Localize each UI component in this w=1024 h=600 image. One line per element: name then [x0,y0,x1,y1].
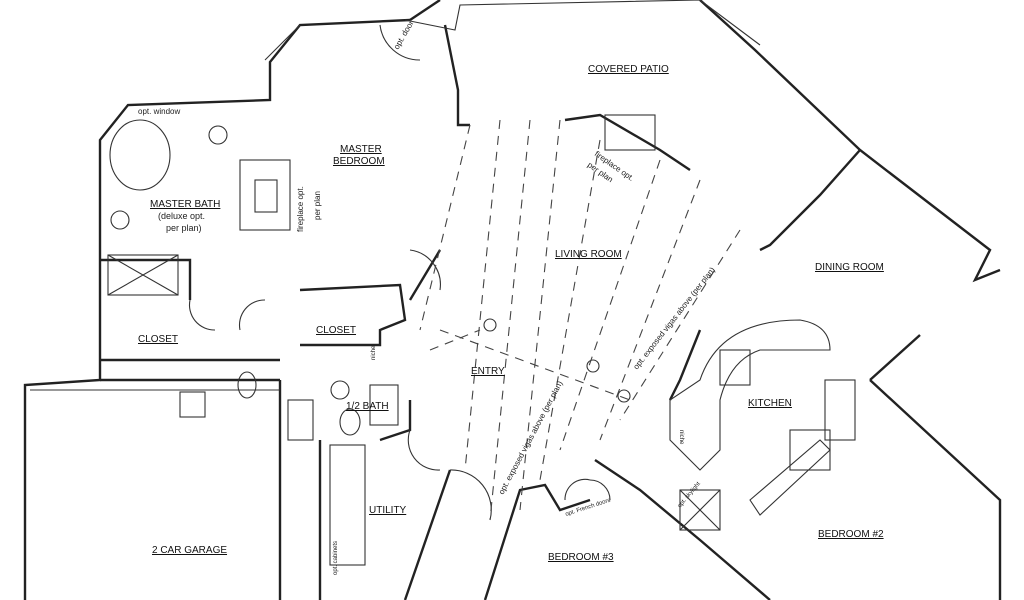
note-vigas-living: opt. exposed vigas above (per plan) [631,265,717,371]
note-opt-window: opt. window [138,107,180,116]
opt-door [379,24,421,61]
note-fireplace-master-2: per plan [313,191,322,220]
skylight-icon [679,489,721,531]
note-niche-closet: niche [371,345,377,360]
shower-icon [107,254,179,296]
label-utility: UTILITY [369,505,407,516]
bathtub [109,119,171,191]
master-bath-note: (deluxe opt. [158,211,205,221]
sink-icon [208,125,228,145]
label-bedroom-3: BEDROOM #3 [548,552,614,563]
label-covered-patio: COVERED PATIO [588,64,669,75]
label-garage: 2 CAR GARAGE [152,545,227,556]
fireplace-living [604,114,656,151]
sink-icon [110,210,130,230]
utility-cabinets [329,444,366,566]
fixtures [107,114,856,566]
sink-icon [330,380,350,400]
labels: COVERED PATIO MASTER BEDROOM MASTER BATH… [138,19,884,575]
label-master-bath: MASTER BATH [150,199,220,210]
label-half-bath: 1/2 BATH [346,401,389,412]
fireplace-master [239,159,291,231]
cabinet [369,384,399,426]
kitchen-sink-icon [719,349,751,386]
label-entry: ENTRY [471,366,505,377]
note-fireplace-master: fireplace opt. [296,186,305,232]
label-closet-left: CLOSET [138,334,178,345]
doors [188,24,611,521]
master-bath-note-2: per plan) [166,223,202,233]
toilet-icon [339,408,361,436]
label-master-bedroom: MASTER [340,144,382,155]
vigas-dashed [419,119,741,521]
note-opt-door: opt. door [392,19,416,51]
note-vigas-entry: opt. exposed vigas above (per plan) [497,379,565,496]
label-bedroom-2: BEDROOM #2 [818,529,884,540]
label-living-room: LIVING ROOM [555,249,622,260]
label-master-bedroom-2: BEDROOM [333,156,385,167]
cooktop-icon [789,429,831,471]
note-skylight: opt. skylight [677,481,702,509]
kitchen-counter [669,319,831,471]
label-kitchen: KITCHEN [748,398,792,409]
note-niche-kitchen: niche [678,430,684,445]
label-closet-right: CLOSET [316,325,356,336]
label-dining-room: DINING ROOM [815,262,884,273]
toilet-icon [237,371,257,399]
note-opt-cabinets: opt. cabinets [333,541,339,575]
